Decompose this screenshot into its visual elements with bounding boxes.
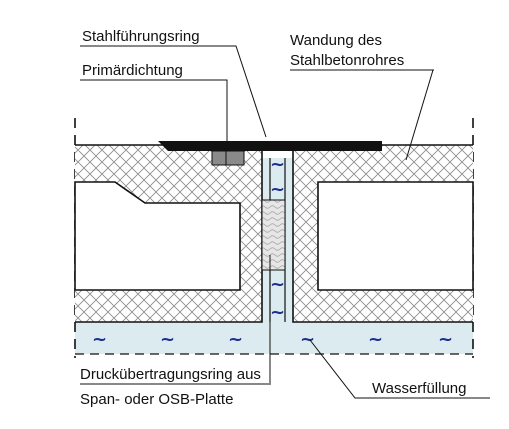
left-inner-cavity: [74, 181, 241, 291]
leader-water-fill: [309, 339, 490, 399]
label-water-fill: Wasserfüllung: [372, 380, 466, 397]
water-wave-symbol: ~: [270, 179, 285, 200]
label-wall-line2: Stahlbetonrohres: [290, 52, 404, 69]
leader-primary-seal: [80, 79, 228, 150]
primary-seal: [211, 150, 245, 166]
water-wave-symbol: ~: [228, 329, 243, 350]
right-pipe-wall-outline: [292, 144, 473, 323]
label-pressure-ring-line2: Span- oder OSB-Platte: [80, 391, 233, 408]
water-wave-symbol: ~: [300, 329, 315, 350]
water-wave-symbol: ~: [270, 302, 285, 323]
leader-pipe-wall: [405, 69, 434, 161]
label-steel-guide-ring: Stahlführungsring: [82, 28, 200, 45]
water-wave-symbol: ~: [92, 329, 107, 350]
pressure-transfer-ring: [261, 199, 286, 271]
right-inner-cavity: [317, 181, 474, 291]
water-wave-symbol: ~: [160, 329, 175, 350]
leader-steel-guide-ring: [80, 45, 267, 138]
water-wave-symbol: ~: [368, 329, 383, 350]
water-wave-symbol: ~: [270, 274, 285, 295]
label-primary-seal: Primärdichtung: [82, 62, 183, 79]
steel-guide-ring: [158, 141, 382, 151]
water-wave-symbol: ~: [438, 329, 453, 350]
label-wall-line1: Wandung des: [290, 32, 382, 49]
water-wave-symbol: ~: [270, 154, 285, 175]
label-pressure-ring-line1: Druckübertragungsring aus: [80, 366, 261, 383]
